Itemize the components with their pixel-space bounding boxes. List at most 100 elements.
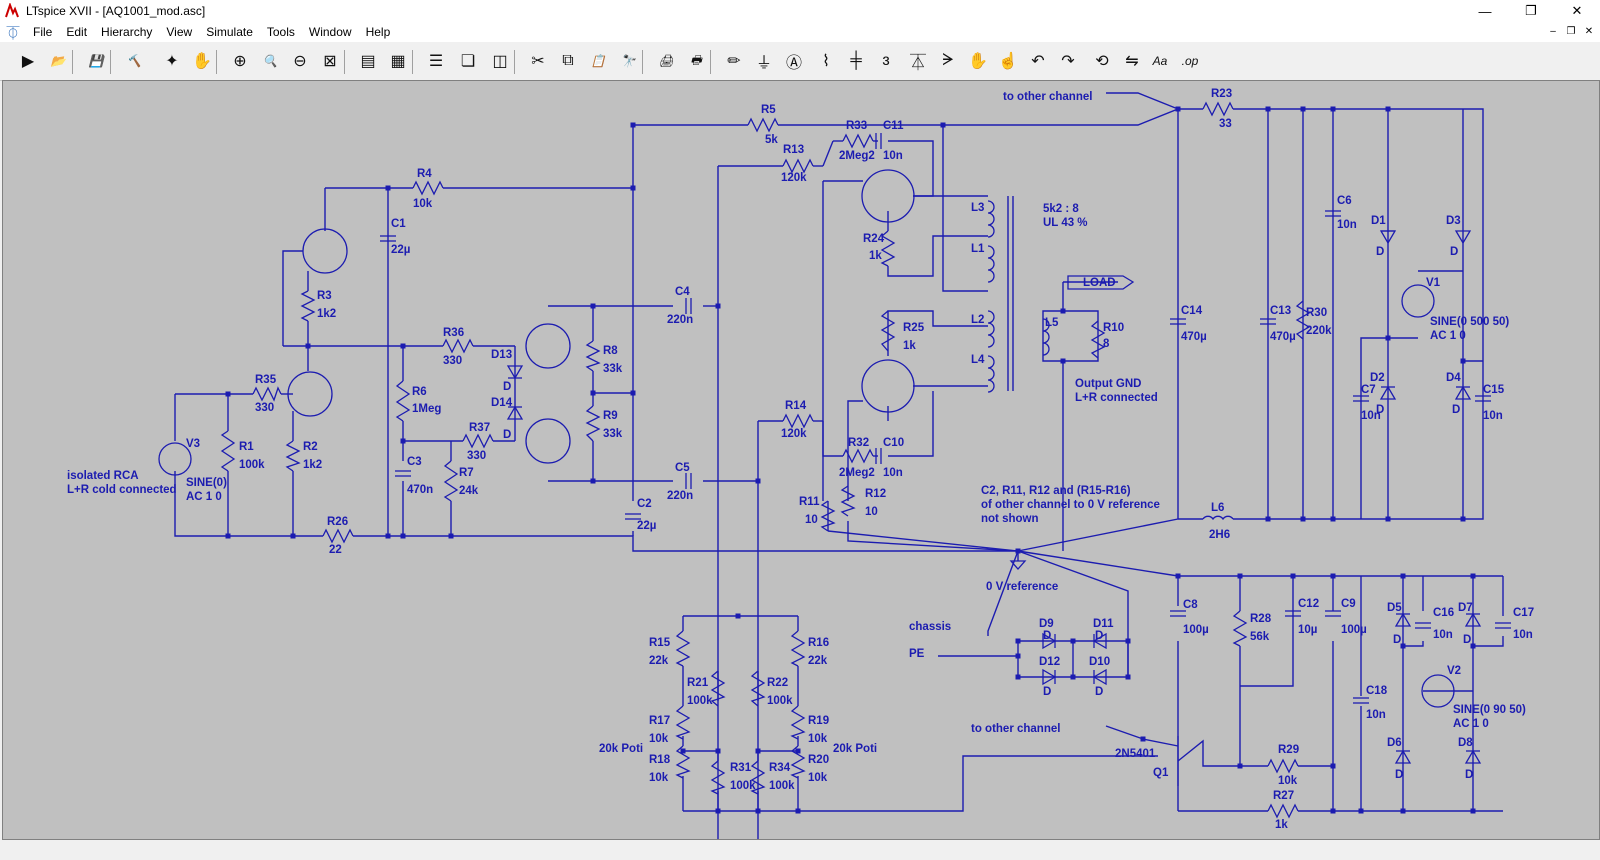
schematic-label: C17	[1513, 607, 1534, 619]
autorange-button[interactable]: ▤	[356, 49, 380, 73]
junction-dot	[1330, 808, 1336, 814]
move-button[interactable]: ✋	[966, 49, 990, 73]
junction-dot	[755, 808, 761, 814]
tile-horizontal-button[interactable]: ☰	[424, 49, 448, 73]
pan-icon: ✋	[192, 53, 212, 70]
maximize-button[interactable]: ❐	[1525, 3, 1537, 18]
junction-dot	[225, 391, 231, 397]
copy-button[interactable]: ⧉	[556, 49, 580, 73]
schematic-label: 10k	[649, 772, 669, 784]
schematic-label: R16	[808, 637, 829, 649]
junction-dot	[1470, 573, 1476, 579]
minimize-button[interactable]: —	[1478, 3, 1492, 19]
undo-button[interactable]: ↶	[1026, 49, 1050, 73]
schematic-label: V1	[1426, 277, 1441, 289]
rotate-button[interactable]: ⟲	[1090, 49, 1114, 73]
schematic-label: 2N5401	[1115, 748, 1156, 760]
drag-button[interactable]: ☝	[996, 49, 1020, 73]
spice-directive-button[interactable]: .op	[1178, 49, 1202, 73]
zoom-out-button[interactable]: ⊖	[288, 49, 312, 73]
junction-dot	[1330, 516, 1336, 522]
mdi-close-button[interactable]: ✕	[1584, 25, 1594, 37]
schematic-label: to other channel	[1003, 91, 1092, 103]
paste-button[interactable]: 📋	[586, 49, 610, 73]
junction-dot	[715, 748, 721, 754]
control-panel-button[interactable]: 🔨	[122, 49, 146, 73]
schematic-label: 2H6	[1209, 529, 1230, 541]
menu-help[interactable]: Help	[365, 25, 391, 39]
diode-button[interactable]: ⏄	[906, 49, 930, 73]
save-button[interactable]: 💾	[84, 49, 108, 73]
redo-button[interactable]: ↷	[1056, 49, 1080, 73]
schematic-label: R30	[1306, 307, 1327, 319]
mirror-button[interactable]: ⇋	[1120, 49, 1144, 73]
ltspice-logo-icon	[5, 3, 19, 18]
menu-window[interactable]: Window	[308, 25, 352, 39]
junction-dot	[385, 185, 391, 191]
schematic-label: L1	[971, 243, 985, 255]
schematic-label: 100k	[767, 695, 793, 707]
cascade-button[interactable]: ❏	[456, 49, 480, 73]
menu-tools[interactable]: Tools	[266, 25, 295, 39]
menu-hierarchy[interactable]: Hierarchy	[101, 25, 153, 39]
zoom-out-icon: ⊖	[293, 53, 307, 70]
menu-view[interactable]: View	[166, 25, 193, 39]
wire-button[interactable]: ✏	[722, 49, 746, 73]
close-button[interactable]: ✕	[1571, 3, 1583, 18]
junction-dot	[1290, 573, 1296, 579]
schematic-label: R28	[1250, 613, 1272, 625]
probe-button[interactable]: ✦	[160, 49, 184, 73]
text-button[interactable]: Aa	[1148, 49, 1172, 73]
zoom-area-button[interactable]: 🔍	[258, 49, 282, 73]
mdi-restore-button[interactable]: ❐	[1566, 25, 1576, 37]
print-button[interactable]: 🖨	[654, 49, 678, 73]
mdi-minimize-button[interactable]: –	[1550, 25, 1556, 37]
zoom-area-icon: 🔍	[262, 54, 278, 68]
schematic-label: 10k	[649, 733, 669, 745]
pan-button[interactable]: ✋	[190, 49, 214, 73]
schematic-label: R37	[469, 422, 490, 434]
resistor-button[interactable]: ⌇	[814, 49, 838, 73]
schematic-label: 10	[865, 506, 878, 518]
junction-dot	[1330, 763, 1336, 769]
grid-button[interactable]: ▦	[386, 49, 410, 73]
schematic-label: 1k	[1275, 819, 1288, 831]
schematic-label: C2, R11, R12 and (R15-R16)	[981, 485, 1131, 497]
junction-dot	[1330, 106, 1336, 112]
schematic-label: R23	[1211, 88, 1232, 100]
mirror-icon: ⇋	[1125, 53, 1139, 70]
label-net-button[interactable]: Ⓐ	[782, 49, 806, 73]
spice-directive-icon: .op	[1181, 54, 1199, 68]
cut-button[interactable]: ✂	[526, 49, 550, 73]
schematic-label: R1	[239, 441, 254, 453]
schematic-label: AC 1 0	[1430, 330, 1466, 342]
zoom-fit-icon: ⊠	[323, 53, 337, 70]
menu-file[interactable]: File	[33, 25, 53, 39]
component-button[interactable]: ᗒ	[936, 49, 960, 73]
zoom-in-button[interactable]: ⊕	[228, 49, 252, 73]
print-setup-button[interactable]: 🖶	[684, 49, 708, 73]
schematic-doc-icon[interactable]: ⏁	[6, 25, 20, 41]
junction-dot	[795, 748, 801, 754]
junction-dot	[755, 478, 761, 484]
zoom-fit-button[interactable]: ⊠	[318, 49, 342, 73]
menu-bar: ⏁ File Edit Hierarchy View Simulate Tool…	[0, 22, 1600, 42]
toolbar-separator	[216, 50, 217, 74]
menu-edit[interactable]: Edit	[66, 25, 88, 39]
tile-vertical-button[interactable]: ◫	[488, 49, 512, 73]
schematic-label: C18	[1366, 685, 1388, 697]
junction-dot	[795, 808, 801, 814]
inductor-button[interactable]: ɜ	[874, 49, 898, 73]
capacitor-button[interactable]: ╪	[844, 49, 868, 73]
schematic-label: R25	[903, 322, 925, 334]
ground-button[interactable]: ⏚	[752, 49, 776, 73]
run-button[interactable]: ▶	[16, 49, 40, 73]
schematic-label: Output GND	[1075, 378, 1141, 390]
open-button[interactable]: 📂	[46, 49, 70, 73]
menu-simulate[interactable]: Simulate	[206, 25, 253, 39]
junction-dot	[1070, 638, 1076, 644]
probe-icon: ✦	[165, 53, 179, 70]
schematic-label: C15	[1483, 384, 1505, 396]
find-button[interactable]: 🔭	[616, 49, 640, 73]
